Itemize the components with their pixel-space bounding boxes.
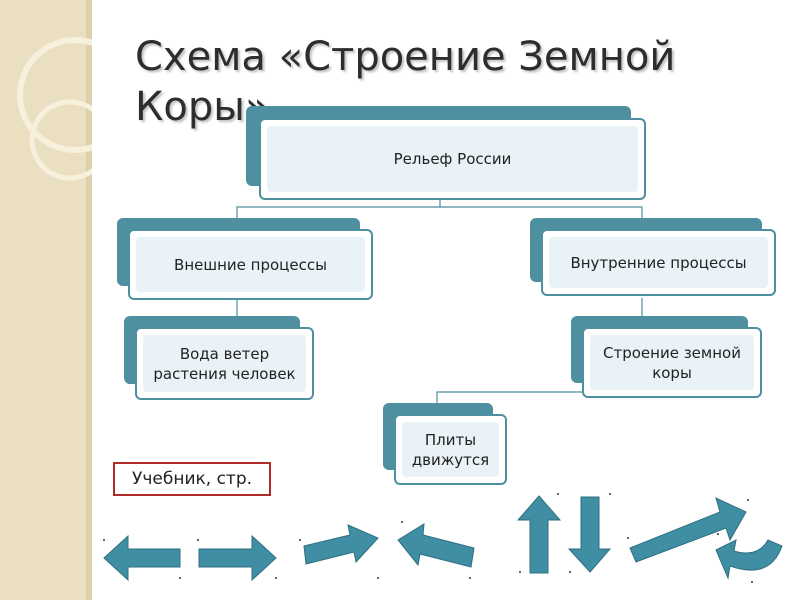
textbook-reference: Учебник, стр. <box>113 462 271 496</box>
arrow-up-left-icon[interactable] <box>397 523 475 568</box>
side-band-stripe <box>86 0 92 600</box>
node-internal-processes: Внутренние процессы <box>530 218 776 296</box>
arrow-left-icon[interactable] <box>103 534 181 582</box>
arrow-u-turn-icon[interactable] <box>715 539 783 580</box>
side-band-circles <box>17 37 92 181</box>
node-plates-move-label: Плиты движутся <box>411 430 490 469</box>
node-external-processes: Внешние процессы <box>117 218 373 300</box>
decorative-side-band <box>0 0 92 600</box>
arrow-diagonal-up-right-icon[interactable] <box>629 497 747 563</box>
node-relief-russia: Рельеф России <box>246 106 646 200</box>
arrow-right-icon[interactable] <box>198 534 277 582</box>
node-external-processes-label: Внешние процессы <box>174 255 327 274</box>
node-external-factors-label: Вода ветер растения человек <box>153 344 296 383</box>
node-external-factors: Вода ветер растения человек <box>124 316 314 400</box>
node-plates-move: Плиты движутся <box>383 403 507 485</box>
arrow-up-right-icon[interactable] <box>303 524 379 565</box>
arrow-up-icon[interactable] <box>516 495 562 574</box>
node-crust-structure: Строение земной коры <box>571 316 762 398</box>
node-relief-russia-label: Рельеф России <box>393 150 512 168</box>
arrow-down-icon[interactable] <box>567 496 612 573</box>
node-crust-structure-label: Строение земной коры <box>603 343 741 382</box>
node-internal-processes-label: Внутренние процессы <box>570 253 747 272</box>
